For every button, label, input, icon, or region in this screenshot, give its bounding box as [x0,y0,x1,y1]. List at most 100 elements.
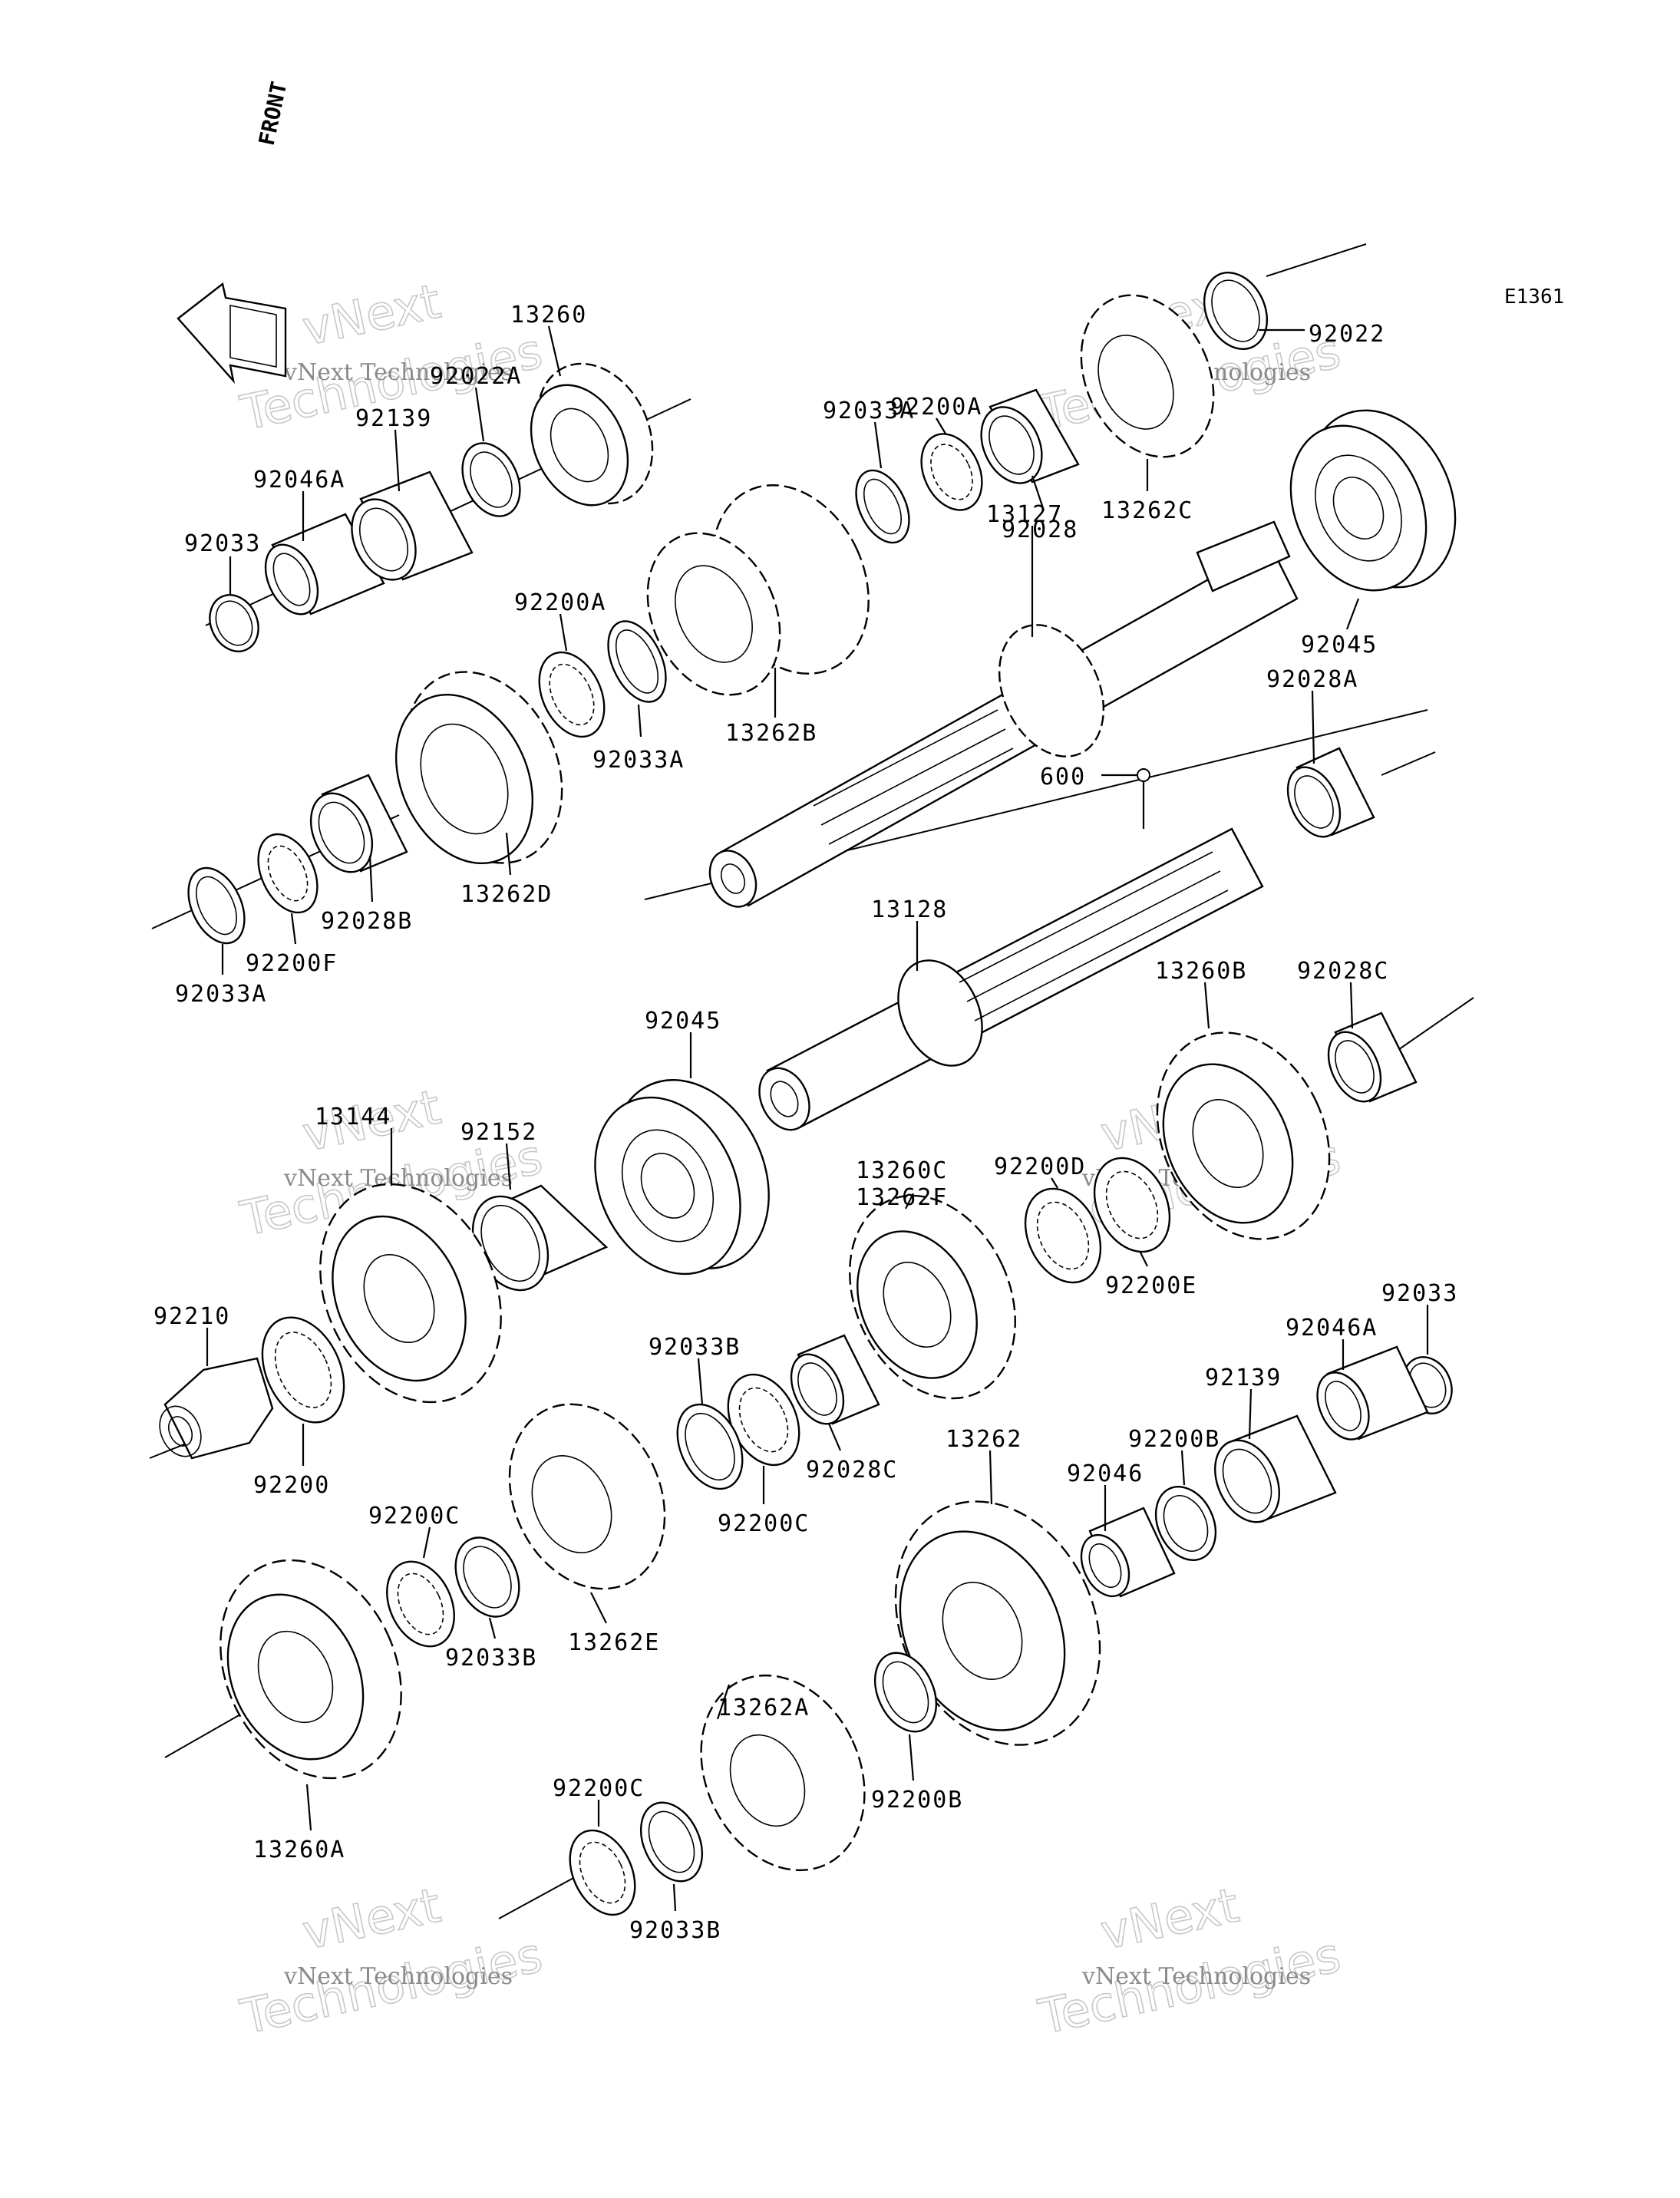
part-92200A-washer-mid[interactable] [526,642,617,747]
part-13260A-gear[interactable] [186,1530,435,1807]
label-92200A: 92200A [514,589,606,616]
label-13260A: 13260A [253,1837,345,1863]
part-92045-bearing-upper[interactable] [1265,386,1483,612]
label-92028A: 92028A [1266,666,1358,693]
label-13144: 13144 [315,1104,391,1130]
part-92200D-washer[interactable] [1011,1177,1115,1295]
part-92139-collar[interactable] [339,470,474,590]
part-13262C-gear[interactable] [1056,273,1239,478]
label-92033B-left: 92033B [445,1645,537,1672]
label-92046A: 92046A [253,467,345,493]
part-92028B-bushing[interactable] [299,774,408,882]
label-92033A-upper: 92033A [823,398,915,424]
part-92033-snap-ring[interactable] [201,587,267,659]
label-92033B-bottom: 92033B [629,1917,721,1944]
label-92200C-bottom: 92200C [553,1775,645,1802]
part-13262D-gear[interactable] [370,646,592,889]
label-13262: 13262 [946,1426,1022,1453]
label-92200F: 92200F [246,950,338,977]
part-92028A-bushing[interactable] [1278,747,1375,845]
watermark-bottom-right: vNext Technologies vNext Technologies [1033,1876,1345,2046]
label-92152: 92152 [460,1119,537,1146]
part-92139-collar-right[interactable] [1203,1414,1337,1533]
label-13262E: 13262E [568,1629,660,1656]
label-92033-right: 92033 [1381,1280,1458,1307]
leader-lines [206,325,1429,1912]
part-92200C-washer-bottom[interactable] [557,1820,648,1925]
label-92200A-upper: 92200A [890,394,982,421]
part-13262B-gear[interactable] [622,460,898,717]
part-13262E-gear[interactable] [480,1379,694,1615]
part-92200F-washer[interactable] [246,825,328,922]
label-92028C-right: 92028C [1297,958,1389,985]
part-92028C-bushing-right[interactable] [1319,1012,1418,1110]
label-13262F: 13262F [856,1184,948,1211]
svg-text:vNext Technologies: vNext Technologies [283,359,513,386]
part-92046A-needle-bearing-right[interactable] [1307,1345,1429,1447]
label-92033: 92033 [184,530,261,557]
label-92033B-center: 92033B [649,1334,741,1361]
diagram-code: E1361 [1504,285,1564,309]
label-92046: 92046 [1067,1460,1144,1487]
label-13262D: 13262D [460,881,553,908]
label-92028: 92028 [1002,516,1078,543]
label-92139-right: 92139 [1205,1365,1282,1391]
part-92200C-washer-left[interactable] [374,1551,467,1658]
part-92022A-washer[interactable] [451,434,531,525]
part-92033A-snap-ring-lower[interactable] [177,859,256,952]
watermark-bottom-left: vNext Technologies vNext Technologies [235,1876,547,2046]
svg-text:FRONT: FRONT [254,79,292,147]
svg-text:vNext Technologies: vNext Technologies [1081,1963,1311,1990]
svg-text:vNext Technologies: vNext Technologies [283,1963,513,1990]
part-92210-nut[interactable] [152,1357,274,1463]
part-13128-shaft[interactable] [750,827,1264,1138]
part-92022-washer[interactable] [1193,262,1279,359]
part-92033B-snap-ring-center[interactable] [665,1394,755,1499]
label-13262A: 13262A [718,1695,810,1721]
part-13262A-gear[interactable] [671,1648,896,1897]
part-13144-sprocket[interactable] [286,1154,535,1431]
callout-600-marker-icon [1137,768,1150,782]
part-labels: 13260 92022A 92139 92046A 92033 92200A 9… [153,302,1458,1944]
part-92033A-snap-ring-upper[interactable] [846,462,920,551]
part-13127-shaft[interactable] [701,520,1299,914]
svg-text:vNext: vNext [1096,1877,1243,1961]
part-13260C-13262F-gear[interactable] [818,1169,1047,1426]
part-13262-gear[interactable] [857,1468,1138,1779]
label-92022: 92022 [1309,321,1385,348]
part-13260-gear[interactable] [513,345,675,522]
part-92033B-snap-ring-bottom[interactable] [629,1793,715,1891]
label-13260C: 13260C [856,1157,948,1184]
label-92210: 92210 [153,1303,230,1330]
part-92200A-washer-upper[interactable] [909,424,993,520]
label-92045-upper: 92045 [1301,632,1378,658]
label-92033A-lower: 92033A [175,981,267,1008]
label-13262C: 13262C [1101,497,1193,524]
label-92139: 92139 [355,405,432,432]
label-13127: 13127 [986,501,1063,528]
part-92028C-bushing-center[interactable] [781,1334,880,1432]
part-92200-washer[interactable] [246,1304,360,1435]
part-92046-needle-bearing[interactable] [1072,1507,1176,1604]
label-92200D: 92200D [994,1153,1086,1180]
label-13260B: 13260B [1155,958,1247,985]
part-92045-bearing-lower[interactable] [568,1054,799,1298]
part-92200B-washer-lower[interactable] [863,1643,949,1741]
svg-text:vNext: vNext [298,273,445,357]
part-92033A-snap-ring-mid[interactable] [596,612,677,711]
label-92033A: 92033A [592,747,685,774]
label-92200B-lower: 92200B [871,1787,963,1814]
label-600: 600 [1040,764,1086,790]
label-92200C-center: 92200C [718,1510,810,1537]
part-92028-bushing[interactable] [969,388,1080,493]
label-92046A-right: 92046A [1286,1315,1378,1342]
label-92200B-right: 92200B [1128,1426,1220,1453]
part-92200E-washer[interactable] [1080,1146,1184,1264]
part-13260B-gear[interactable] [1125,1005,1362,1268]
label-92200E: 92200E [1105,1272,1197,1299]
part-92200B-washer-right[interactable] [1144,1477,1227,1569]
label-13262B: 13262B [725,720,817,747]
label-92028B: 92028B [321,908,413,935]
part-92033B-snap-ring-left[interactable] [444,1527,532,1627]
